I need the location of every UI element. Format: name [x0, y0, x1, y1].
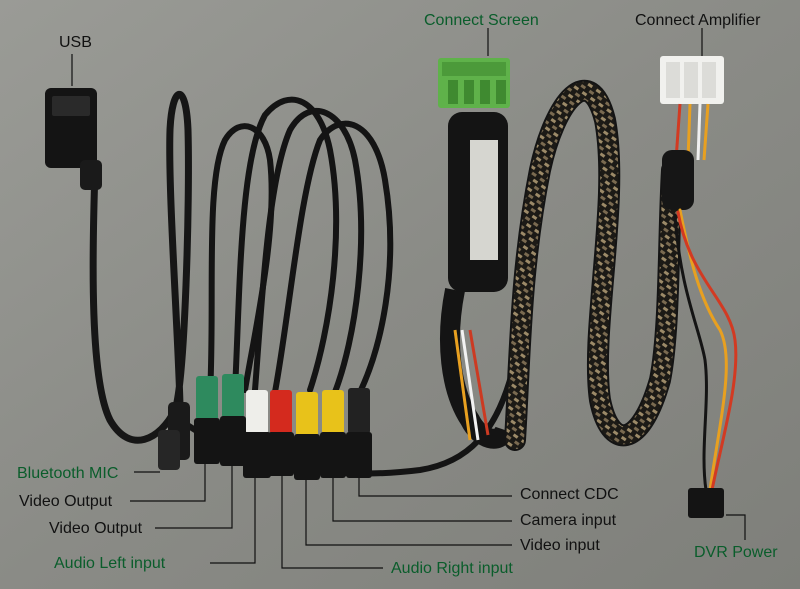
usb-cable [89, 91, 192, 444]
label-audio-left-input: Audio Left input [54, 555, 166, 572]
rca-yellow-1 [294, 392, 320, 480]
label-video-input: Video input [520, 537, 600, 554]
rca-white [243, 390, 271, 478]
label-connect-screen: Connect Screen [424, 12, 539, 29]
rca-green-1 [194, 376, 220, 464]
label-video-output-1: Video Output [19, 493, 113, 510]
harness-body [440, 112, 515, 449]
leader-lines [71, 28, 746, 569]
label-bluetooth-mic: Bluetooth MIC [17, 465, 119, 482]
label-connect-cdc: Connect CDC [520, 486, 619, 503]
label-connect-amplifier: Connect Amplifier [635, 12, 761, 29]
label-dvr-power: DVR Power [694, 544, 778, 561]
dvr-power-plug [688, 488, 724, 518]
label-audio-right-input: Audio Right input [391, 560, 513, 577]
rca-red [268, 390, 294, 476]
rca-green-2 [220, 374, 246, 466]
screen-connector [438, 58, 510, 108]
dvr-power-lead [673, 208, 738, 492]
rca-plugs [158, 374, 372, 480]
amplifier-connector [660, 56, 724, 210]
braided-sleeve [504, 79, 683, 451]
usb-connector [45, 88, 102, 190]
label-usb: USB [59, 34, 92, 51]
label-video-output-2: Video Output [49, 520, 143, 537]
label-camera-input: Camera input [520, 512, 617, 529]
mic-jack [158, 402, 190, 470]
rca-black [346, 388, 372, 478]
rca-yellow-2 [320, 390, 346, 478]
